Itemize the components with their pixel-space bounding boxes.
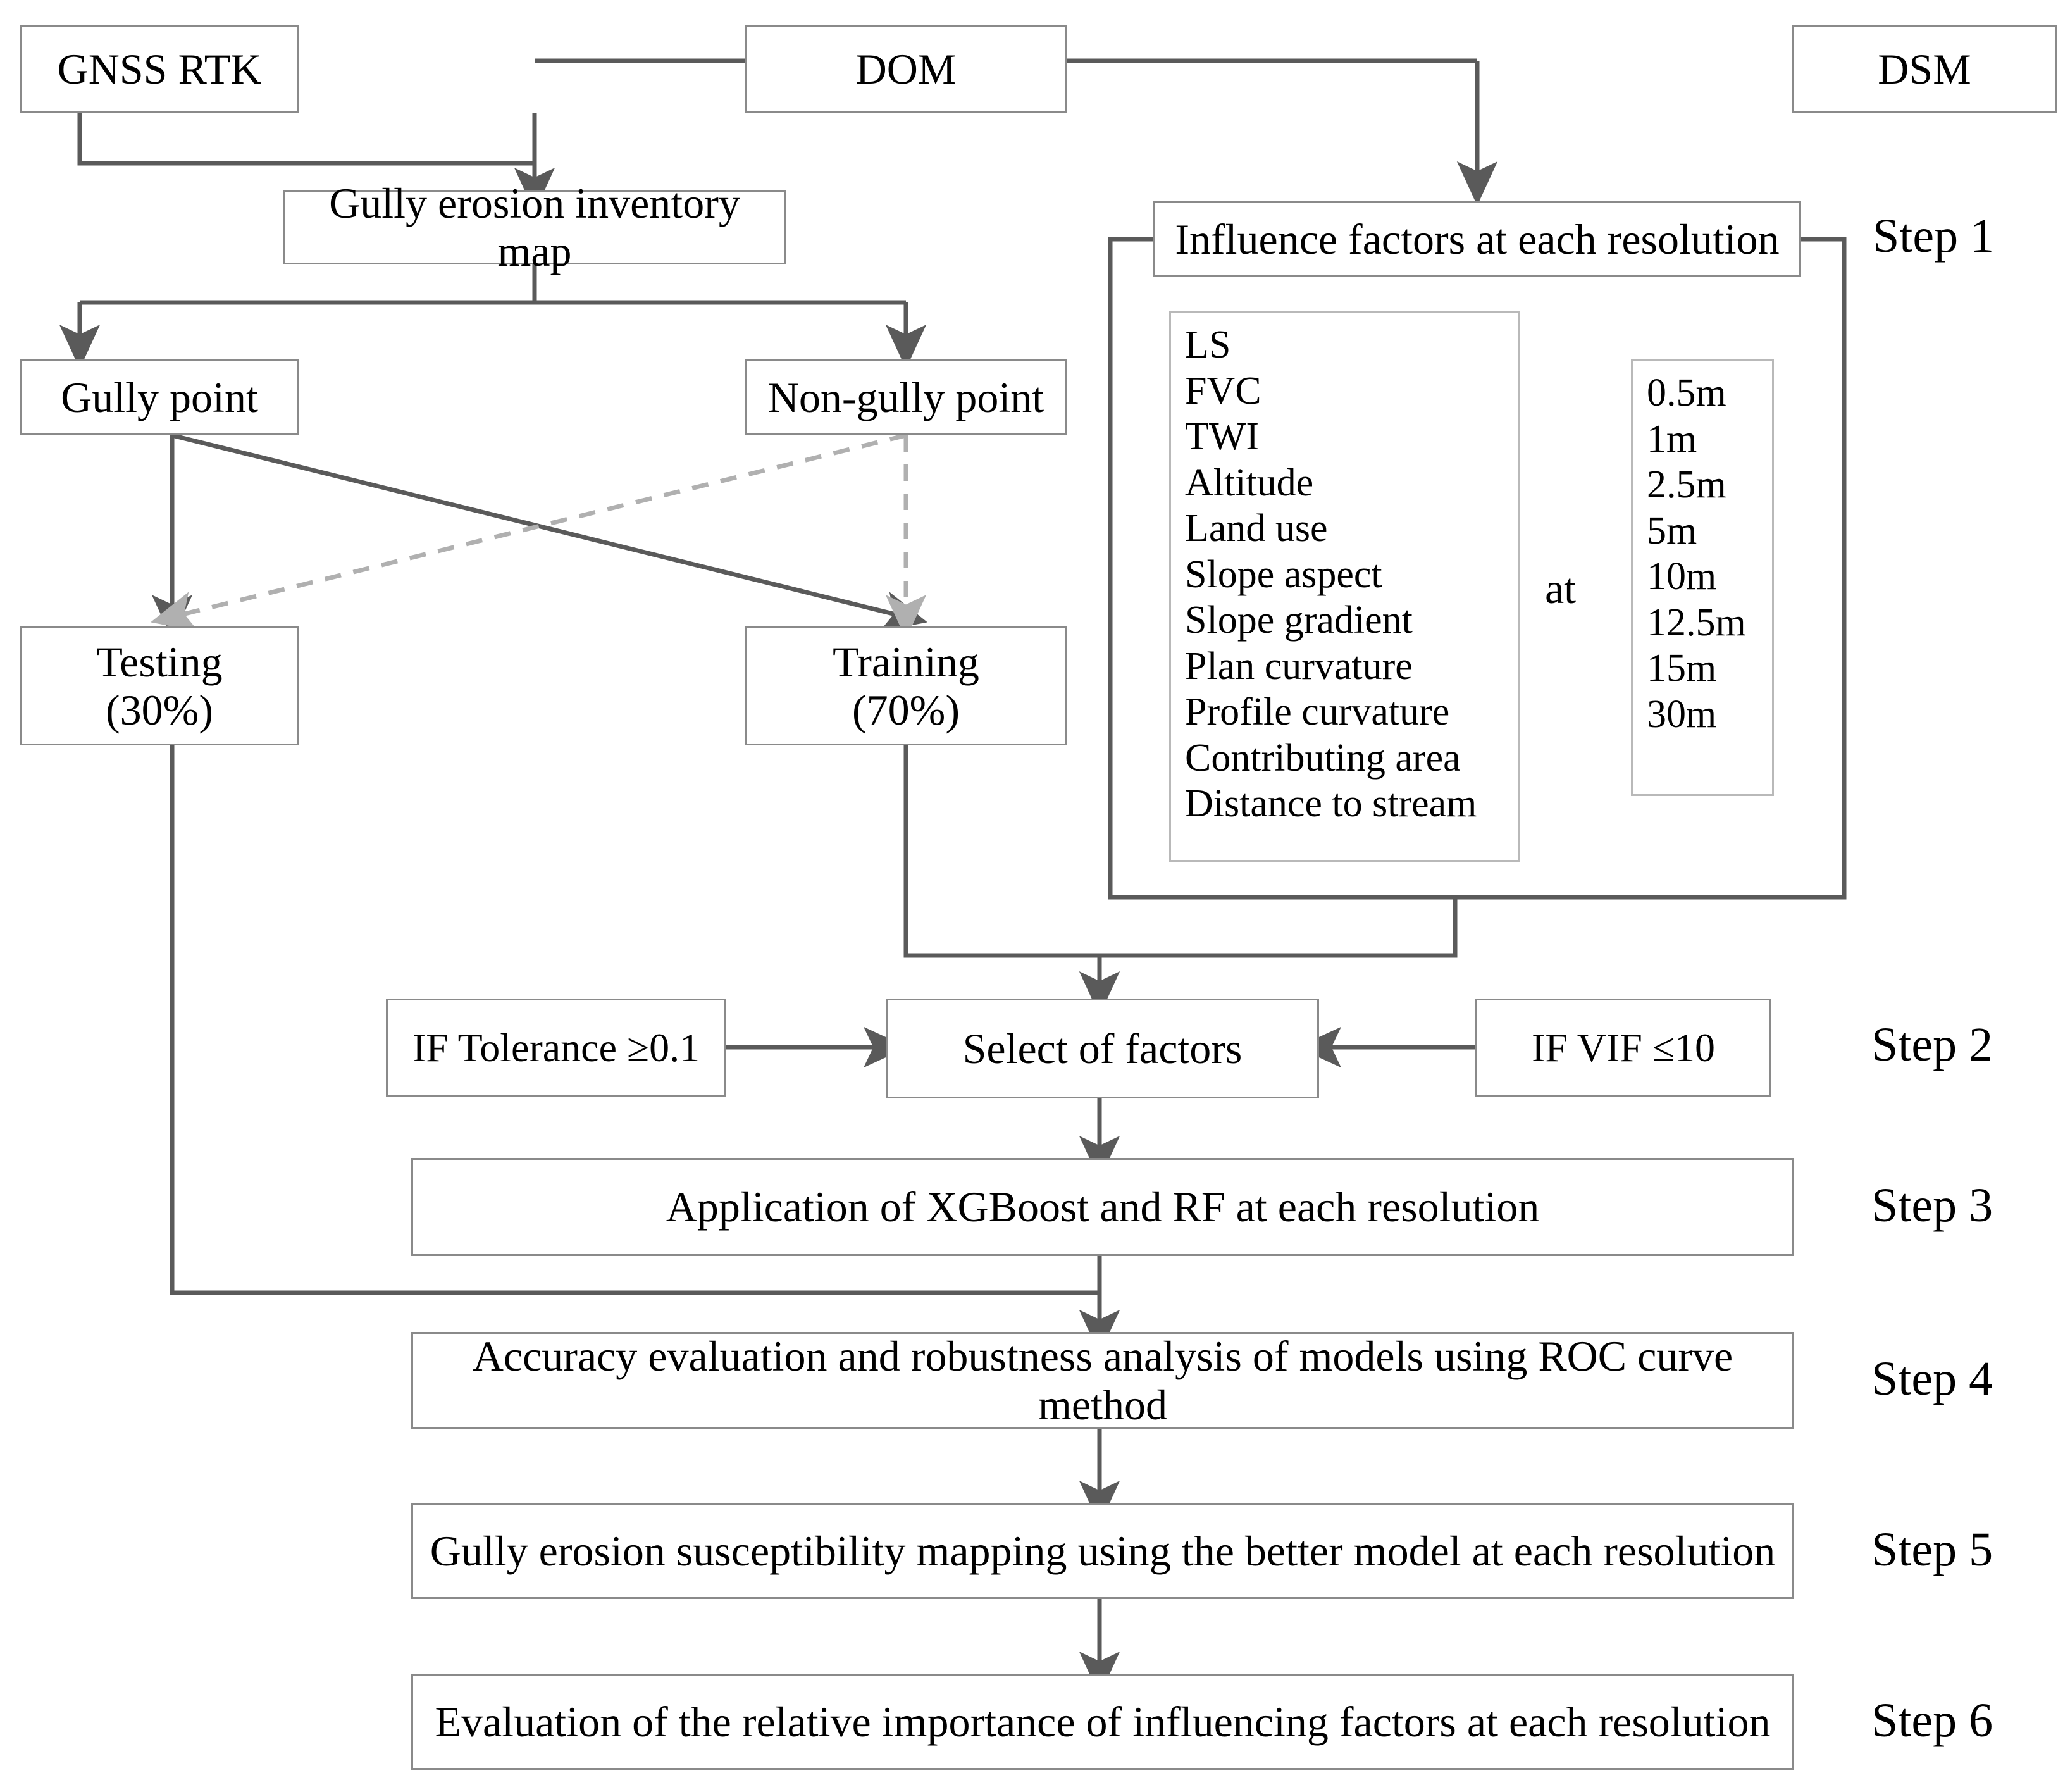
resolution-item: 10m (1647, 555, 1717, 599)
factor-item: Altitude (1185, 461, 1314, 504)
node-gully-point[interactable]: Gully point (20, 359, 299, 435)
node-step4-accuracy[interactable]: Accuracy evaluation and robustness analy… (411, 1332, 1794, 1429)
resolution-item: 12.5m (1647, 600, 1746, 644)
factor-item: LS (1185, 323, 1231, 366)
node-gnss-rtk[interactable]: GNSS RTK (20, 25, 299, 113)
at-connector-label: at (1545, 564, 1577, 613)
factor-item: Slope gradient (1185, 599, 1413, 642)
node-training[interactable]: Training (70%) (745, 626, 1067, 745)
step-label-6: Step 6 (1871, 1694, 1993, 1747)
resolution-item: 0.5m (1647, 371, 1726, 414)
resolution-item: 15m (1647, 647, 1717, 690)
node-gully-point-label: Gully point (61, 373, 258, 421)
resolution-item: 1m (1647, 417, 1697, 461)
node-testing-label: Testing (96, 637, 223, 686)
node-select-of-factors-label: Select of factors (962, 1024, 1243, 1073)
node-training-label: Training (833, 637, 979, 686)
node-influence-factors-label: Influence factors at each resolution (1175, 215, 1780, 263)
influence-factor-list: LS FVC TWI Altitude Land use Slope aspec… (1169, 311, 1520, 862)
node-step6-importance[interactable]: Evaluation of the relative importance of… (411, 1674, 1794, 1770)
factor-item: Land use (1185, 507, 1328, 551)
step-label-2: Step 2 (1871, 1018, 1993, 1071)
node-gnss-rtk-label: GNSS RTK (57, 44, 262, 93)
node-testing[interactable]: Testing (30%) (20, 626, 299, 745)
node-influence-factors[interactable]: Influence factors at each resolution (1153, 201, 1801, 277)
resolution-list: 0.5m 1m 2.5m 5m 10m 12.5m 15m 30m (1631, 359, 1774, 796)
node-training-percent: (70%) (852, 686, 960, 734)
node-gully-erosion-inventory-map[interactable]: Gully erosion inventory map (283, 179, 786, 275)
node-step6-label: Evaluation of the relative importance of… (435, 1697, 1771, 1746)
step-label-4: Step 4 (1871, 1352, 1993, 1405)
factor-item: TWI (1185, 415, 1260, 459)
factor-item: FVC (1185, 369, 1261, 413)
factor-item: Contributing area (1185, 736, 1461, 780)
node-non-gully-point[interactable]: Non-gully point (745, 359, 1067, 435)
node-step3-label: Application of XGBoost and RF at each re… (666, 1183, 1540, 1231)
node-select-of-factors[interactable]: Select of factors (886, 999, 1319, 1098)
node-step3-application[interactable]: Application of XGBoost and RF at each re… (411, 1158, 1794, 1256)
step-label-5: Step 5 (1871, 1523, 1993, 1576)
node-dsm[interactable]: DSM (1792, 25, 2057, 113)
node-testing-percent: (30%) (106, 686, 213, 734)
factor-item: Distance to stream (1185, 782, 1477, 826)
node-inventory-map-label: Gully erosion inventory map (329, 178, 740, 275)
node-dom[interactable]: DOM (745, 25, 1067, 113)
node-non-gully-point-label: Non-gully point (767, 373, 1044, 421)
step-label-3: Step 3 (1871, 1179, 1993, 1232)
node-step5-mapping[interactable]: Gully erosion susceptibility mapping usi… (411, 1503, 1794, 1599)
factor-item: Profile curvature (1185, 690, 1450, 734)
node-if-vif-label: IF VIF ≤10 (1532, 1024, 1715, 1070)
node-step4-label: Accuracy evaluation and robustness analy… (472, 1332, 1733, 1429)
node-dom-label: DOM (855, 44, 957, 93)
resolution-item: 5m (1647, 509, 1697, 552)
node-if-tolerance[interactable]: IF Tolerance ≥0.1 (386, 999, 726, 1097)
node-step5-label: Gully erosion susceptibility mapping usi… (430, 1526, 1776, 1575)
step-label-1: Step 1 (1873, 209, 1995, 263)
factor-item: Plan curvature (1185, 644, 1413, 688)
resolution-item: 2.5m (1647, 463, 1726, 507)
node-if-vif[interactable]: IF VIF ≤10 (1475, 999, 1771, 1097)
resolution-item: 30m (1647, 692, 1717, 736)
node-if-tolerance-label: IF Tolerance ≥0.1 (412, 1024, 700, 1070)
factor-item: Slope aspect (1185, 552, 1382, 596)
node-dsm-label: DSM (1878, 44, 1971, 93)
